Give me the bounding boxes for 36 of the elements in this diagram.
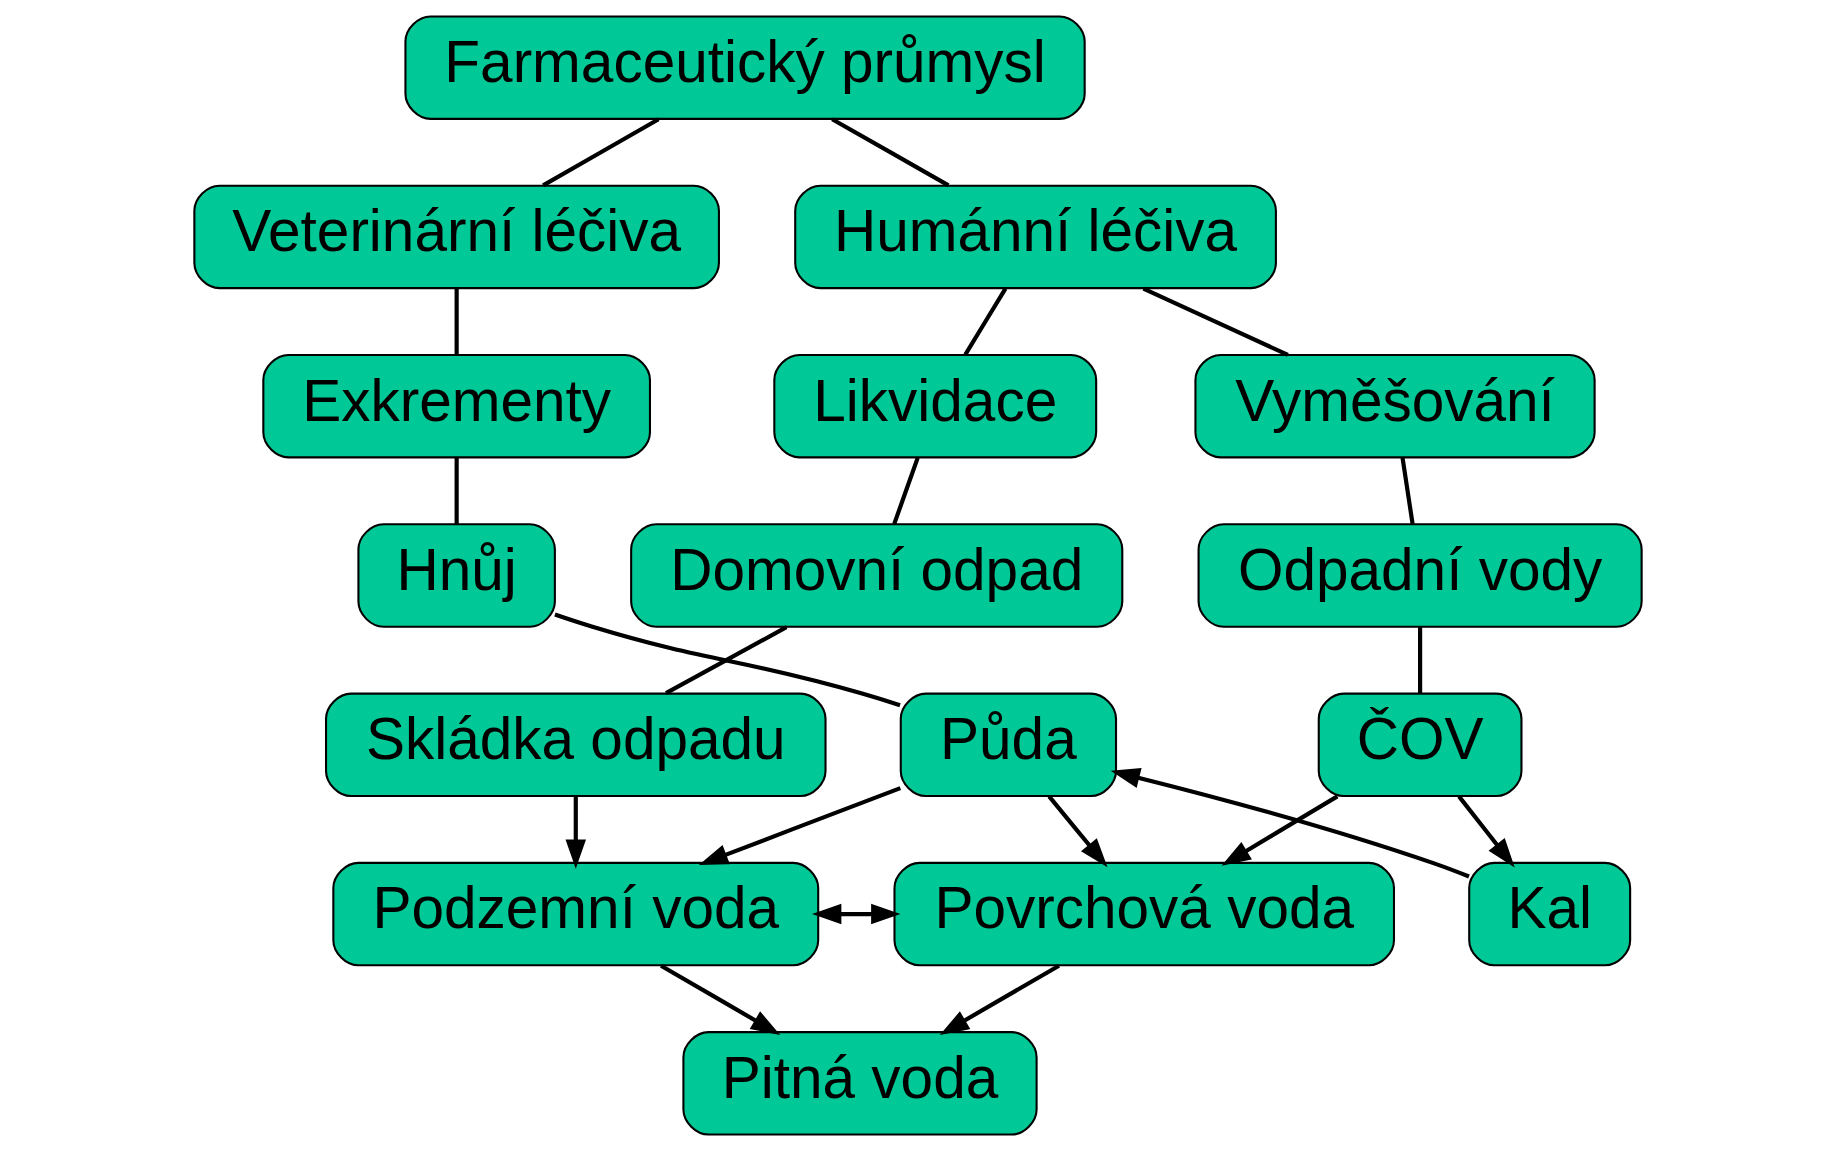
arrow — [698, 786, 901, 865]
arrow — [1456, 795, 1515, 868]
connector — [1400, 457, 1415, 525]
arrow — [939, 963, 1060, 1035]
connector — [1417, 627, 1422, 694]
arrow — [565, 796, 586, 869]
node-box: Hnůj — [356, 523, 556, 628]
connector — [553, 612, 901, 708]
node-box: Podzemní voda — [331, 861, 819, 967]
node-box: Pitná voda — [681, 1031, 1038, 1136]
connector — [664, 625, 787, 695]
arrow — [1047, 795, 1108, 868]
node-box: Veterinární léčiva — [192, 184, 720, 290]
connector — [454, 457, 459, 524]
node-box: Odpadní vody — [1197, 523, 1643, 628]
node-box: Skládka odpadu — [324, 692, 827, 798]
node-box: Farmaceutický průmysl — [403, 15, 1086, 120]
node-box: Humánní léčiva — [793, 184, 1277, 290]
node-box: Domovní odpad — [629, 523, 1123, 628]
arrow — [811, 903, 900, 925]
connector — [891, 457, 920, 525]
connector — [454, 288, 459, 355]
node-box: Exkrementy — [261, 353, 651, 459]
connector — [1142, 286, 1289, 357]
node-box: Povrchová voda — [892, 861, 1395, 967]
arrow — [1110, 767, 1470, 879]
arrow — [659, 963, 780, 1035]
connector — [830, 117, 949, 188]
connector — [963, 287, 1007, 356]
node-box: ČOV — [1317, 692, 1522, 798]
node-box: Půda — [899, 692, 1117, 798]
node-box: Likvidace — [772, 353, 1097, 459]
node-box: Vyměšování — [1193, 353, 1596, 459]
node-box: Kal — [1467, 861, 1631, 967]
arrow — [1221, 794, 1338, 866]
connector — [541, 117, 660, 188]
